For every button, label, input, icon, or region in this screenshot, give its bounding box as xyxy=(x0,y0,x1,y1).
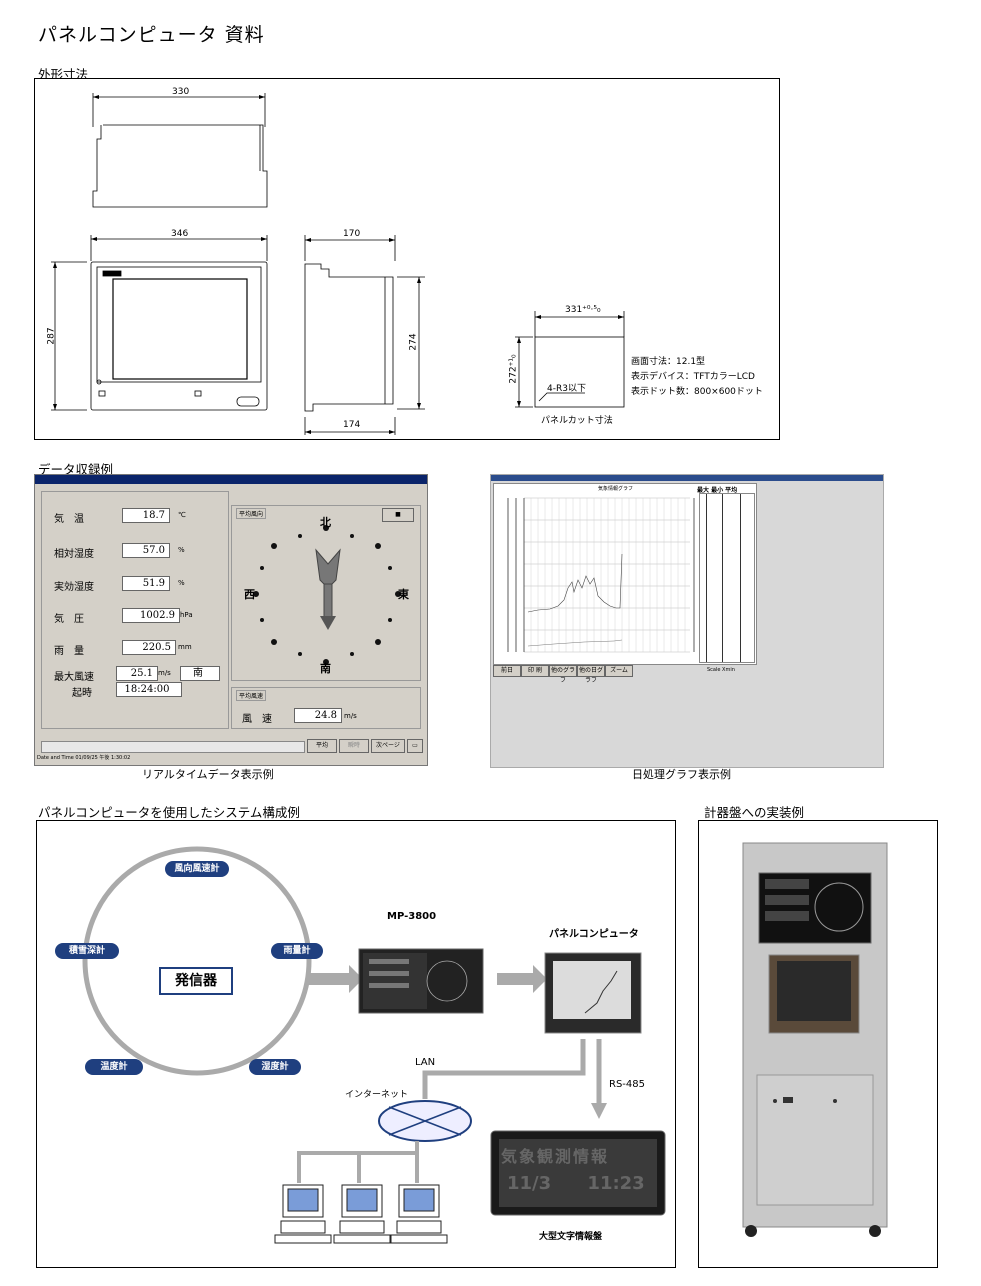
mp3800-label: MP-3800 xyxy=(387,911,437,922)
label-time: 起時 xyxy=(72,688,92,699)
unit-effective-humidity: % xyxy=(178,579,185,587)
unit-temperature: ℃ xyxy=(178,511,186,519)
node-temperature-sensor: 温度計 xyxy=(85,1059,143,1075)
compass-east: 東 xyxy=(398,588,409,601)
graph-stats-header: 最大 最小 平均 xyxy=(697,487,738,494)
node-rain-gauge: 雨量計 xyxy=(271,943,323,959)
value-max-wind-direction: 南 xyxy=(180,666,220,681)
node-snow-depth-sensor: 積雪深計 xyxy=(55,943,119,959)
dimension-drawing xyxy=(51,93,625,435)
avg-direction-label: 平均風向 xyxy=(236,508,267,519)
label-wind-speed: 風 速 xyxy=(242,714,272,725)
label-effective-humidity: 実効湿度 xyxy=(54,582,94,593)
progress-bar xyxy=(41,741,305,753)
avg-speed-label: 平均風速 xyxy=(236,690,267,701)
client-pc-icon xyxy=(274,1184,332,1244)
node-wind-sensor: 風向風速計 xyxy=(165,861,229,877)
panel-cut-caption: パネルカット寸法 xyxy=(541,416,613,426)
realtime-caption: リアルタイムデータ表示例 xyxy=(142,768,274,781)
status-bar: Date and Time 01/09/25 午後 1:30:02 xyxy=(37,755,131,761)
page-title: パネルコンピュータ 資料 xyxy=(38,24,265,46)
compass-west: 西 xyxy=(244,588,255,601)
value-pressure: 1002.9 xyxy=(122,608,180,623)
compass-south: 南 xyxy=(320,662,331,675)
section-title-installation: 計器盤への実装例 xyxy=(704,805,805,820)
value-time: 18:24:00 xyxy=(116,682,182,697)
dim-274: 274 xyxy=(408,333,419,351)
lan-label: LAN xyxy=(415,1057,436,1068)
average-button[interactable]: 平均 xyxy=(307,739,337,753)
graph-footer: Scale Xmin xyxy=(707,667,735,673)
unit-pressure: hPa xyxy=(180,611,193,619)
section-title-data-recording: データ収録例 xyxy=(38,462,114,477)
graph-tab-prev[interactable]: 前日 xyxy=(493,665,521,677)
value-temperature: 18.7 xyxy=(122,508,170,523)
dim-330: 330 xyxy=(172,87,190,97)
graph-stats-columns xyxy=(699,493,755,663)
graph-tab-other-day[interactable]: 他の日グラフ xyxy=(577,665,605,684)
graph-svg xyxy=(507,497,703,653)
graph-caption: 日処理グラフ表示例 xyxy=(632,768,731,781)
instant-button[interactable]: 瞬時 xyxy=(339,739,369,753)
section-title-system: パネルコンピュータを使用したシステム構成例 xyxy=(38,805,300,820)
unit-wind-speed: m/s xyxy=(344,712,357,720)
system-diagram-frame: 発信器 風向風速計 雨量計 湿度計 温度計 積雪深計 MP-3800 パネルコン… xyxy=(36,820,676,1268)
value-max-wind: 25.1 xyxy=(116,666,158,681)
dim-170: 170 xyxy=(343,229,361,239)
value-effective-humidity: 51.9 xyxy=(122,576,170,591)
value-rainfall: 220.5 xyxy=(122,640,176,655)
dimension-drawing-frame: 330 346 287 170 274 174 331⁺⁰·⁵₀ 272⁺¹₀ … xyxy=(34,78,780,440)
wind-compass xyxy=(253,525,401,665)
daily-graph-screenshot: 気象情報グラフ 最大 最 xyxy=(490,474,884,768)
label-rainfall: 雨 量 xyxy=(54,646,84,657)
label-max-wind: 最大風速 xyxy=(54,672,94,683)
display-board-bottom-text: 11/3 11:23 xyxy=(507,1173,645,1194)
graph-titlebar xyxy=(491,475,883,481)
compass-north: 北 xyxy=(320,516,331,529)
dim-272: 272⁺¹₀ xyxy=(508,354,519,384)
realtime-display-screenshot: 気 温 18.7 ℃ 相対湿度 57.0 % 実効湿度 51.9 % 気 圧 1… xyxy=(34,474,428,766)
instrument-cabinet-image xyxy=(742,842,888,1237)
dim-346: 346 xyxy=(171,229,189,239)
rs485-label: RS-485 xyxy=(609,1079,645,1090)
node-humidity-sensor: 湿度計 xyxy=(249,1059,301,1075)
unit-rainfall: mm xyxy=(178,643,192,651)
internet-label: インターネット xyxy=(345,1090,409,1100)
graph-tab-other[interactable]: 他のグラフ xyxy=(549,665,577,684)
value-wind-speed: 24.8 xyxy=(294,708,342,723)
value-relative-humidity: 57.0 xyxy=(122,543,170,558)
label-pressure: 気 圧 xyxy=(54,614,84,625)
measurement-panel: 気 温 18.7 ℃ 相対湿度 57.0 % 実効湿度 51.9 % 気 圧 1… xyxy=(41,491,229,729)
exit-icon[interactable]: ▭ xyxy=(407,739,423,753)
dim-331: 331⁺⁰·⁵₀ xyxy=(565,305,601,315)
installation-photo-frame xyxy=(698,820,938,1268)
graph-tab-zoom[interactable]: ズーム xyxy=(605,665,633,677)
display-board-label: 大型文字情報盤 xyxy=(539,1232,603,1242)
graph-title: 気象情報グラフ xyxy=(598,486,634,492)
label-relative-humidity: 相対湿度 xyxy=(54,549,94,560)
panel-computer-label: パネルコンピュータ xyxy=(549,929,639,940)
direction-toggle-button[interactable]: ■ xyxy=(382,508,414,522)
label-temperature: 気 温 xyxy=(54,514,84,525)
spec-display-device: 表示デバイス：TFTカラーLCD xyxy=(631,372,755,382)
dim-174: 174 xyxy=(343,420,361,430)
spec-notes: 画面寸法：12.1型 表示デバイス：TFTカラーLCD 表示ドット数：800×6… xyxy=(631,355,763,400)
window-titlebar xyxy=(35,475,427,484)
graph-tab-print[interactable]: 印 刷 xyxy=(521,665,549,677)
spec-screen-size: 画面寸法：12.1型 xyxy=(631,357,706,367)
wind-direction-panel: 平均風向 ■ 北 東 南 西 xyxy=(231,505,421,681)
system-diagram xyxy=(82,846,666,1244)
unit-max-wind: m/s xyxy=(158,669,171,677)
dim-287: 287 xyxy=(46,327,57,345)
display-board-top-text: 気象観測情報 xyxy=(501,1147,610,1166)
wind-speed-panel: 平均風速 風 速 24.8 m/s xyxy=(231,687,421,729)
spec-resolution: 表示ドット数：800×600ドット xyxy=(631,387,763,397)
next-page-button[interactable]: 次ページ xyxy=(371,739,405,753)
unit-relative-humidity: % xyxy=(178,546,185,554)
transmitter-box: 発信器 xyxy=(159,967,233,995)
corner-radius-note: 4-R3以下 xyxy=(547,384,586,394)
